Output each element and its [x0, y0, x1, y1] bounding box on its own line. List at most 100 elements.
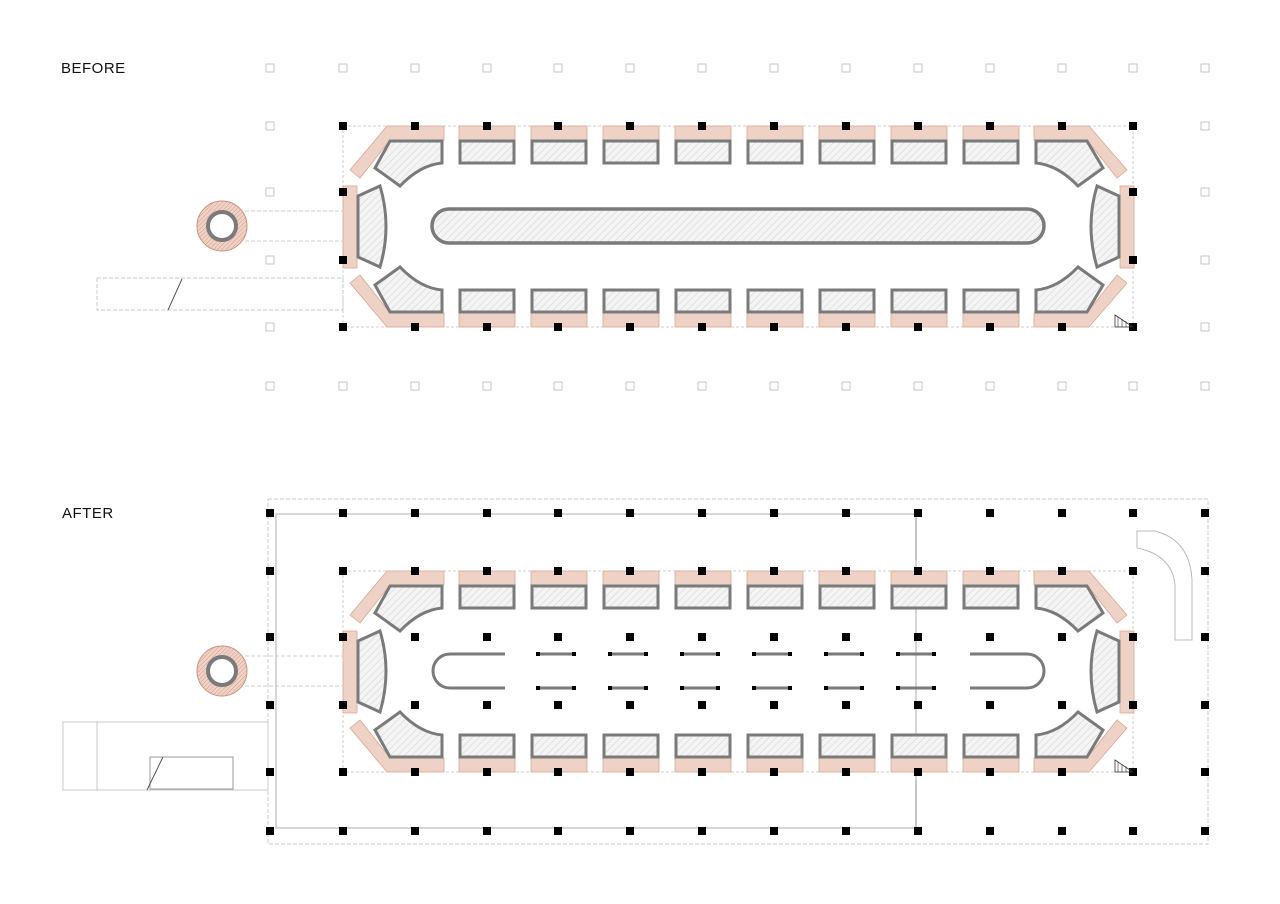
outer-envelope	[267, 498, 1209, 845]
counter-post	[680, 686, 684, 690]
column	[411, 633, 419, 641]
counter-end-left	[431, 652, 505, 690]
before-plan	[96, 63, 1210, 391]
column	[339, 509, 347, 517]
counter-post	[752, 686, 756, 690]
stair-box	[96, 277, 344, 311]
column	[842, 827, 850, 835]
column	[483, 633, 491, 641]
ghost-column	[841, 63, 851, 73]
stall-bottom	[458, 733, 516, 759]
ghost-column	[1057, 63, 1067, 73]
counter-post	[860, 686, 864, 690]
counter-post	[608, 652, 612, 656]
counter-post	[932, 652, 936, 656]
column	[554, 122, 562, 130]
column	[483, 567, 491, 575]
column	[1129, 827, 1137, 835]
ghost-column	[985, 381, 995, 391]
column	[842, 509, 850, 517]
column	[1058, 567, 1066, 575]
column	[698, 633, 706, 641]
corner-stall	[1034, 139, 1105, 188]
stall-top	[890, 139, 948, 165]
column	[339, 768, 347, 776]
stall-bottom	[602, 288, 660, 314]
ghost-column	[985, 63, 995, 73]
counter-post	[896, 652, 900, 656]
column	[626, 509, 634, 517]
kiosk-core	[206, 655, 238, 687]
column	[554, 701, 562, 709]
end-pier-left	[342, 630, 358, 714]
column	[1201, 768, 1209, 776]
counter-post	[680, 652, 684, 656]
column	[842, 768, 850, 776]
column	[914, 323, 922, 331]
column	[554, 567, 562, 575]
counter-post	[860, 652, 864, 656]
column	[626, 567, 634, 575]
column	[1201, 827, 1209, 835]
column	[554, 768, 562, 776]
column	[1058, 633, 1066, 641]
column	[411, 827, 419, 835]
end-pier-left	[342, 185, 358, 269]
ghost-column	[1200, 255, 1210, 265]
ghost-column	[265, 255, 275, 265]
column	[698, 567, 706, 575]
column	[1058, 768, 1066, 776]
column	[1129, 509, 1137, 517]
kiosk-core	[206, 210, 238, 242]
stall-top	[602, 139, 660, 165]
column	[483, 768, 491, 776]
stall-top	[458, 139, 516, 165]
stall-bottom	[674, 733, 732, 759]
column	[842, 122, 850, 130]
counter-post	[788, 652, 792, 656]
column	[1201, 567, 1209, 575]
ghost-column	[338, 381, 348, 391]
counter-post	[608, 686, 612, 690]
ghost-column	[913, 63, 923, 73]
column	[1058, 827, 1066, 835]
column	[411, 122, 419, 130]
stall-top	[746, 584, 804, 610]
column	[770, 122, 778, 130]
stall-top	[818, 139, 876, 165]
ghost-column	[410, 381, 420, 391]
column	[339, 122, 347, 130]
column	[1201, 701, 1209, 709]
column	[483, 122, 491, 130]
ramp	[1136, 530, 1193, 641]
column	[1129, 633, 1137, 641]
end-stall	[356, 183, 388, 270]
ghost-column	[338, 63, 348, 73]
ghost-column	[769, 63, 779, 73]
stall-top	[818, 584, 876, 610]
ghost-column	[265, 187, 275, 197]
corner-stall	[373, 139, 444, 188]
column	[842, 701, 850, 709]
ghost-column	[482, 381, 492, 391]
column	[770, 567, 778, 575]
ghost-column	[553, 63, 563, 73]
stall-top	[962, 584, 1020, 610]
stall-top	[602, 584, 660, 610]
stall-top	[530, 584, 588, 610]
ghost-column	[1200, 187, 1210, 197]
stall-bottom	[530, 733, 588, 759]
column	[554, 509, 562, 517]
counter-post	[824, 686, 828, 690]
ghost-column	[697, 63, 707, 73]
corner-stall	[1034, 710, 1105, 759]
column	[986, 633, 994, 641]
column	[483, 701, 491, 709]
column	[554, 633, 562, 641]
ghost-column	[841, 381, 851, 391]
column	[1058, 323, 1066, 331]
stall-bottom	[890, 288, 948, 314]
column	[770, 323, 778, 331]
column	[339, 256, 347, 264]
column	[1129, 122, 1137, 130]
